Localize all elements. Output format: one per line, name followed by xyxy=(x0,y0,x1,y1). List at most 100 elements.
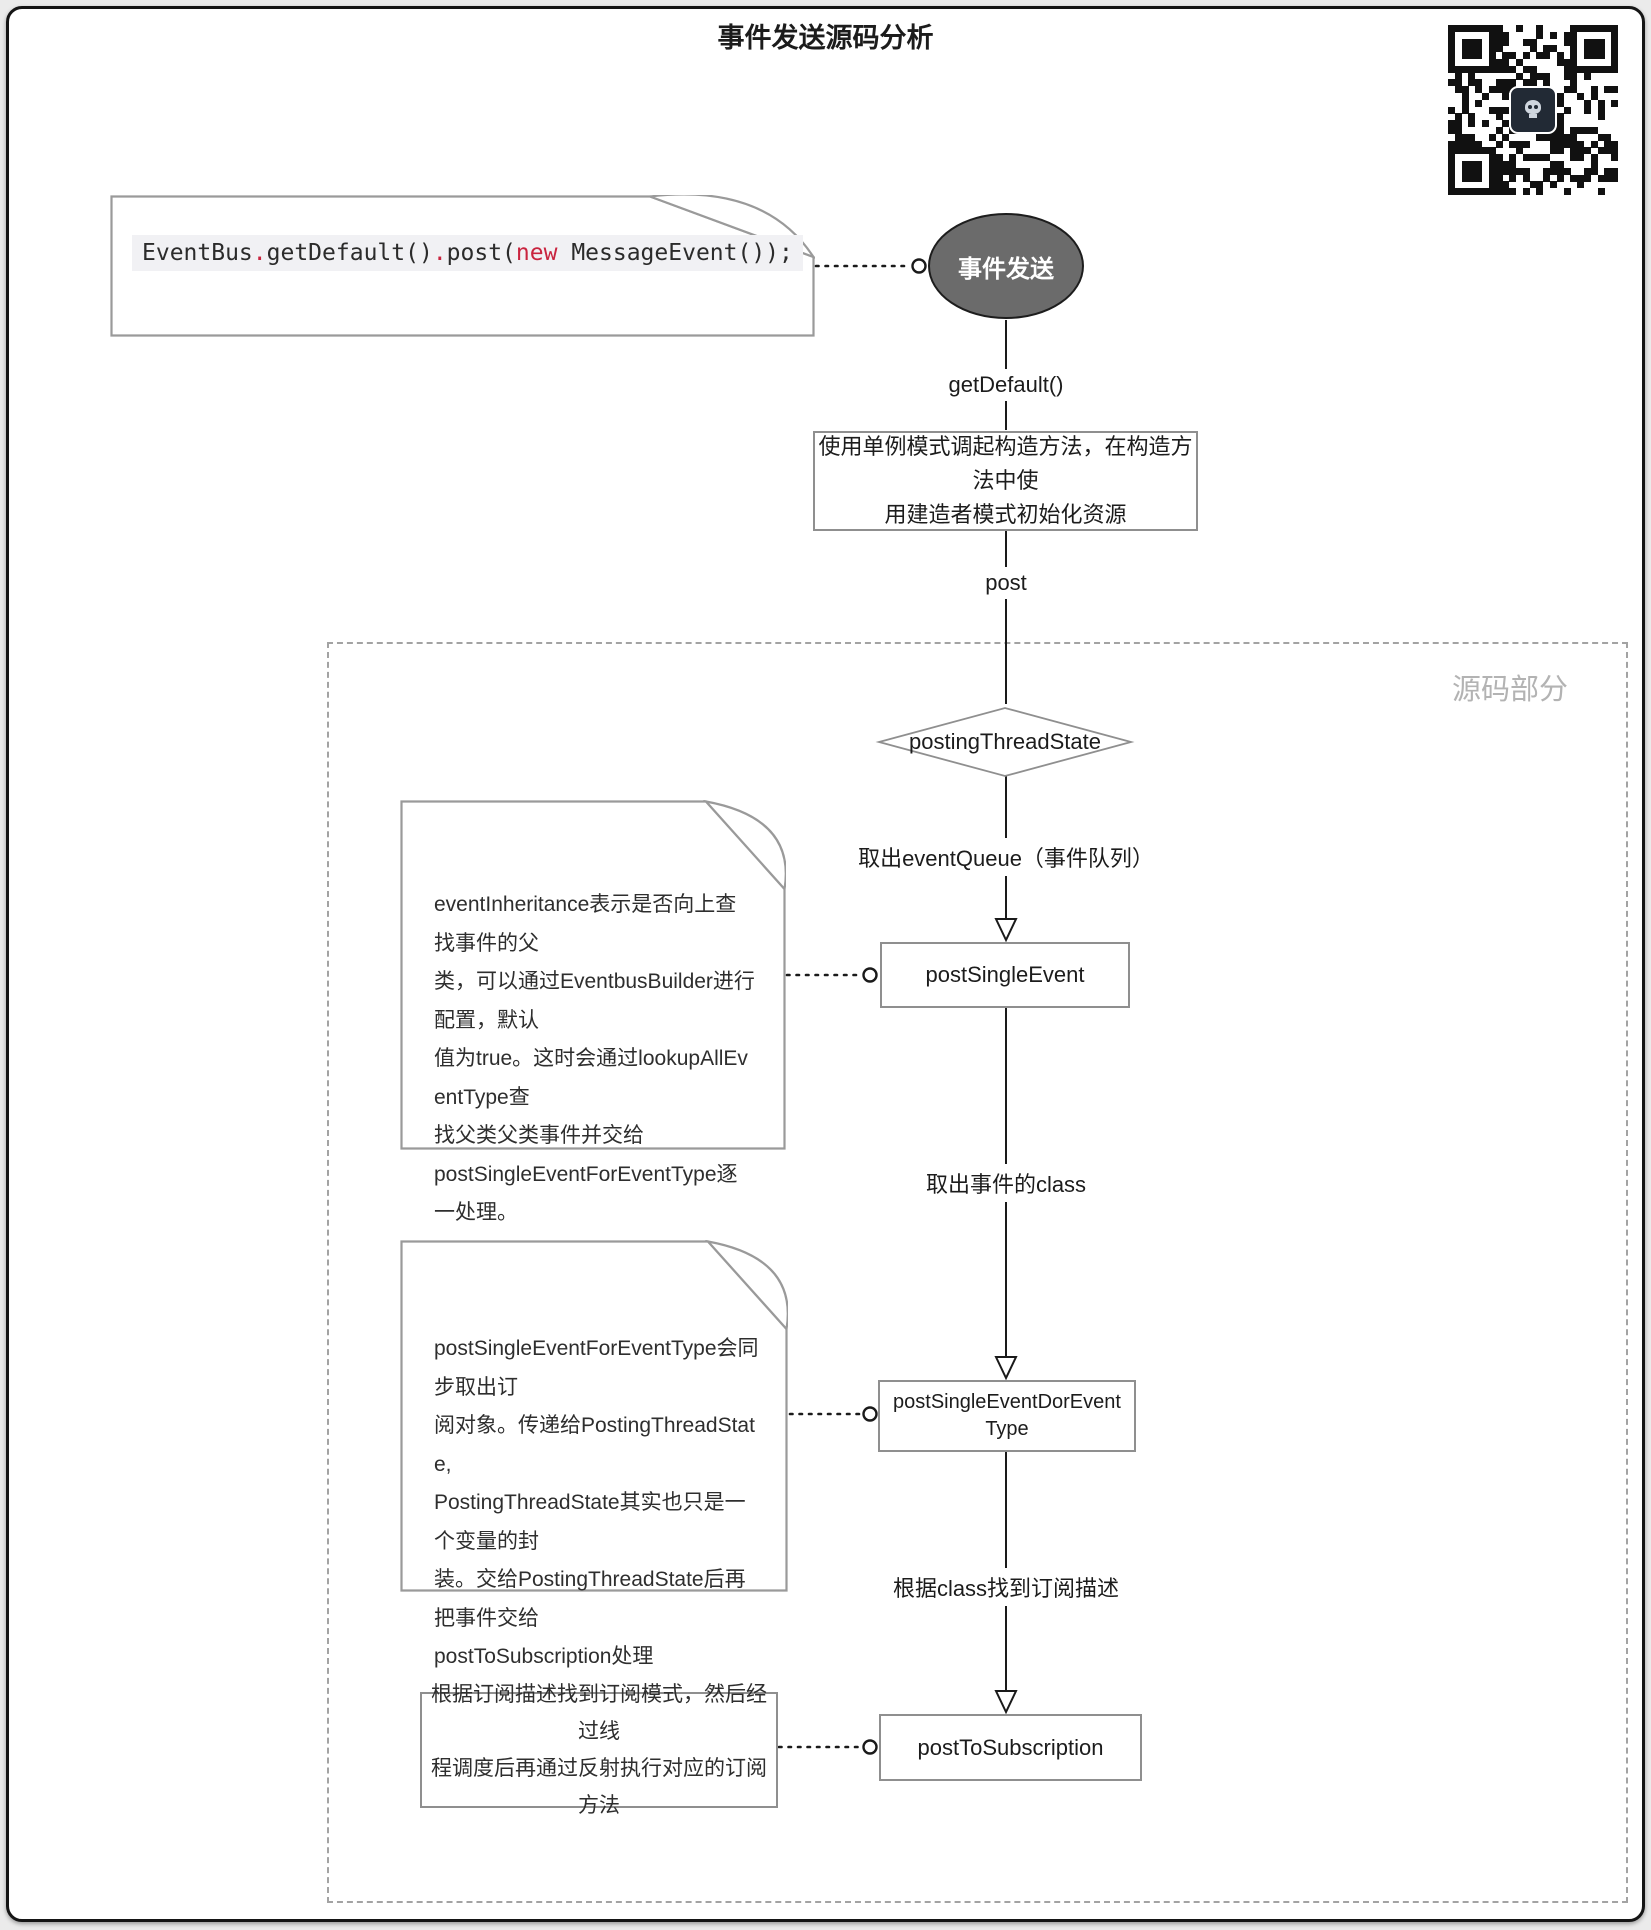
qr-module xyxy=(1502,161,1510,169)
qr-module xyxy=(1468,161,1476,169)
qr-module xyxy=(1495,154,1503,162)
qr-module xyxy=(1611,25,1619,33)
qr-module xyxy=(1454,65,1462,73)
qr-module xyxy=(1475,65,1483,73)
node-post-single-event-for-event-type[interactable]: postSingleEventDorEventType xyxy=(878,1380,1136,1452)
qr-module xyxy=(1584,106,1592,114)
qr-module xyxy=(1611,45,1619,53)
note-outline xyxy=(400,1240,788,1592)
qr-module xyxy=(1570,140,1578,148)
qr-module xyxy=(1577,127,1585,135)
qr-module xyxy=(1584,52,1592,60)
qr-module xyxy=(1550,133,1558,141)
node-singleton-constructor[interactable]: 使用单例模式调起构造方法，在构造方法中使 用建造者模式初始化资源 xyxy=(813,431,1198,531)
edge-label-post: post xyxy=(975,567,1037,599)
qr-module xyxy=(1611,59,1619,67)
qr-module xyxy=(1563,38,1571,46)
qr-module xyxy=(1611,52,1619,60)
qr-module xyxy=(1448,59,1456,67)
qr-module xyxy=(1475,167,1483,175)
qr-module xyxy=(1468,188,1476,196)
qr-module xyxy=(1448,25,1456,33)
qr-module xyxy=(1475,188,1483,196)
code-snippet: EventBus.getDefault().post(new MessageEv… xyxy=(132,235,803,271)
qr-module xyxy=(1475,25,1483,33)
qr-module xyxy=(1495,38,1503,46)
qr-module xyxy=(1502,79,1510,87)
node-post-single-event[interactable]: postSingleEvent xyxy=(880,942,1130,1008)
qr-module xyxy=(1488,65,1496,73)
qr-module xyxy=(1509,167,1517,175)
note-outline xyxy=(400,800,786,1150)
qr-module xyxy=(1563,188,1571,196)
qr-module xyxy=(1611,99,1619,107)
qr-module xyxy=(1488,52,1496,60)
node-posting-thread-state[interactable]: postingThreadState xyxy=(875,705,1135,779)
qr-module xyxy=(1522,140,1530,148)
qr-module xyxy=(1475,86,1483,94)
qr-module xyxy=(1448,167,1456,175)
qr-module xyxy=(1584,174,1592,182)
qr-module xyxy=(1584,147,1592,155)
qr-module xyxy=(1570,133,1578,141)
qr-module xyxy=(1611,167,1619,175)
qr-module xyxy=(1522,167,1530,175)
qr-module xyxy=(1604,167,1612,175)
qr-module xyxy=(1584,99,1592,107)
qr-module xyxy=(1590,93,1598,101)
qr-module xyxy=(1597,38,1605,46)
qr-module xyxy=(1495,45,1503,53)
qr-module xyxy=(1502,65,1510,73)
qr-module xyxy=(1604,133,1612,141)
qr-module xyxy=(1590,167,1598,175)
qr-module xyxy=(1454,147,1462,155)
qr-module xyxy=(1563,133,1571,141)
qr-module xyxy=(1543,167,1551,175)
qr-module xyxy=(1448,127,1456,135)
qr-module xyxy=(1611,154,1619,162)
qr-module xyxy=(1563,106,1571,114)
qr-module xyxy=(1543,72,1551,80)
qr-module xyxy=(1461,52,1469,60)
qr-module xyxy=(1556,174,1564,182)
node-event-send[interactable]: 事件发送 xyxy=(928,213,1084,319)
qr-module xyxy=(1509,174,1517,182)
qr-module xyxy=(1597,25,1605,33)
qr-module xyxy=(1502,31,1510,39)
qr-module xyxy=(1563,72,1571,80)
qr-module xyxy=(1522,79,1530,87)
qr-module xyxy=(1448,140,1456,148)
node-label: 事件发送 xyxy=(958,255,1054,283)
qr-module xyxy=(1590,45,1598,53)
qr-module xyxy=(1536,154,1544,162)
qr-module xyxy=(1597,65,1605,73)
qr-module xyxy=(1495,167,1503,175)
qr-module xyxy=(1454,72,1462,80)
qr-module xyxy=(1495,25,1503,33)
qr-module xyxy=(1482,188,1490,196)
qr-module xyxy=(1522,174,1530,182)
edge-label-getdefault: getDefault() xyxy=(938,369,1074,401)
qr-module xyxy=(1468,140,1476,148)
qr-module xyxy=(1550,140,1558,148)
qr-module xyxy=(1529,65,1537,73)
qr-module xyxy=(1611,147,1619,155)
qr-module xyxy=(1570,25,1578,33)
qr-module xyxy=(1597,147,1605,155)
qr-module xyxy=(1597,174,1605,182)
qr-module xyxy=(1543,79,1551,87)
qr-module xyxy=(1550,167,1558,175)
qr-module xyxy=(1502,93,1510,101)
qr-module xyxy=(1482,93,1490,101)
node-post-to-subscription[interactable]: postToSubscription xyxy=(879,1714,1142,1781)
qr-module xyxy=(1495,127,1503,135)
qr-module xyxy=(1536,25,1544,33)
qr-module xyxy=(1584,65,1592,73)
note-text: eventInheritance表示是否向上查找事件的父 类，可以通过Event… xyxy=(434,893,755,1224)
qr-module xyxy=(1502,133,1510,141)
qr-module xyxy=(1611,31,1619,39)
qr-module xyxy=(1563,31,1571,39)
source-code-region-label: 源码部分 xyxy=(1452,674,1569,706)
qr-module xyxy=(1454,188,1462,196)
qr-module xyxy=(1597,188,1605,196)
